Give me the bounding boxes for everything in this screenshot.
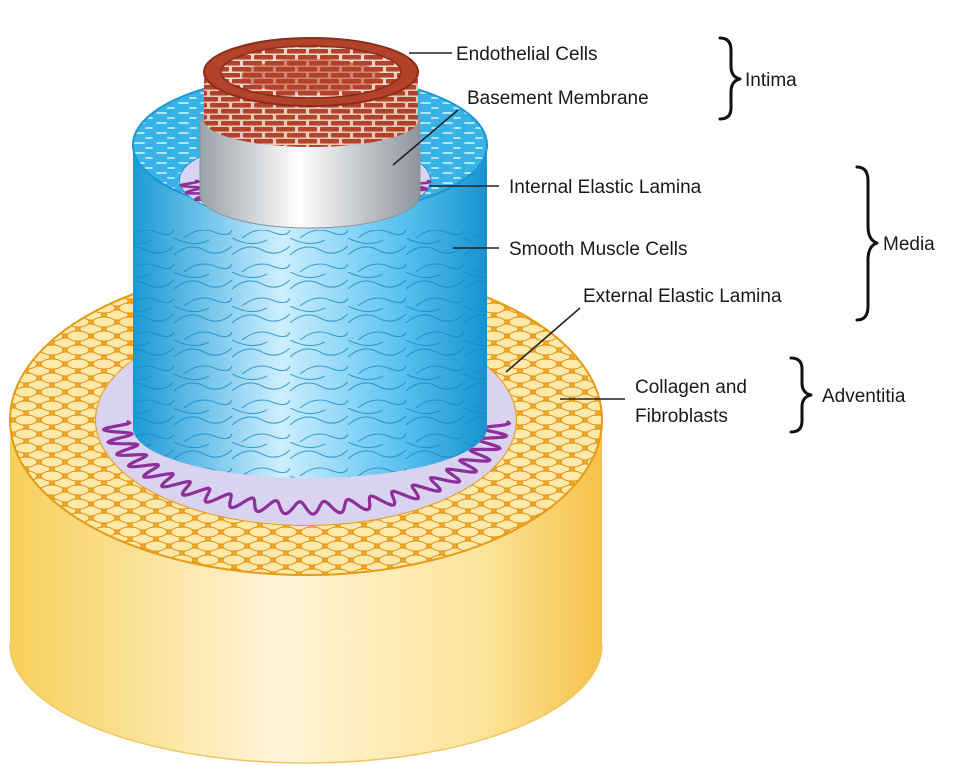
label-endothelial-cells: Endothelial Cells xyxy=(456,44,598,65)
intima-brace xyxy=(720,38,740,119)
label-internal-elastic-lamina: Internal Elastic Lamina xyxy=(509,177,702,198)
label-media: Media xyxy=(883,234,935,255)
label-intima: Intima xyxy=(745,70,797,91)
media-brace xyxy=(857,167,877,320)
label-basement-membrane: Basement Membrane xyxy=(467,88,649,109)
label-fibroblasts: Fibroblasts xyxy=(635,406,728,427)
label-smooth-muscle-cells: Smooth Muscle Cells xyxy=(509,239,687,260)
label-adventitia: Adventitia xyxy=(822,386,906,407)
endothelium-layer xyxy=(204,38,418,152)
label-external-elastic-lamina: External Elastic Lamina xyxy=(583,286,782,307)
adventitia-brace xyxy=(791,358,811,432)
label-collagen: Collagen and xyxy=(635,377,747,398)
